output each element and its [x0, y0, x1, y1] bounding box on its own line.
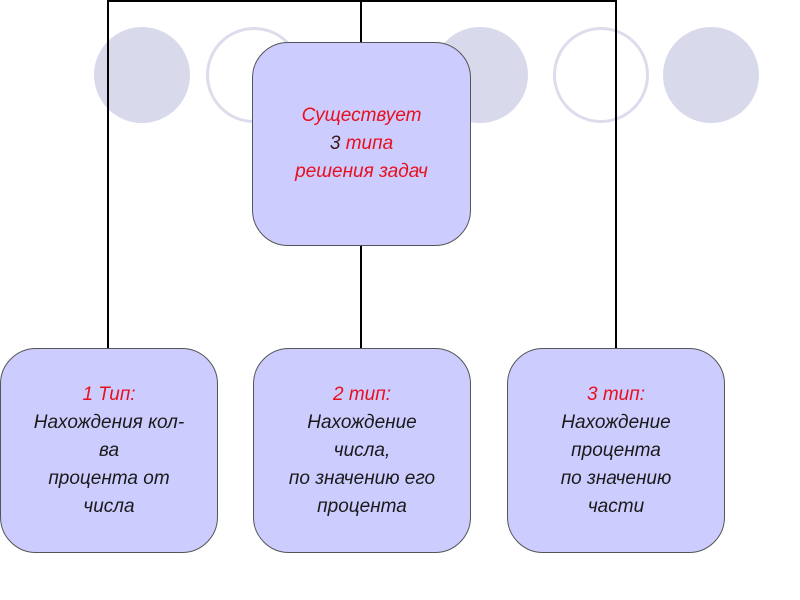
type-text: Нахождение — [561, 411, 671, 433]
type-title: 2 тип: — [333, 383, 391, 405]
type-text: части — [587, 495, 645, 517]
type-text: по значению его — [288, 467, 436, 489]
decor-circle-filled — [94, 27, 190, 123]
decor-circle-filled — [663, 27, 759, 123]
type-text: по значению — [560, 467, 672, 489]
type-text: Нахождение — [307, 411, 417, 433]
type-text: процента от — [48, 467, 170, 489]
root-line-2: 3 типа — [329, 133, 394, 154]
type-text: ва — [98, 439, 120, 461]
type-text: числа — [83, 495, 135, 517]
type-text: Нахождения кол- — [33, 411, 185, 433]
type-text: процента — [571, 439, 661, 461]
type-text: процента — [317, 495, 407, 517]
root-line-1: Существует — [301, 105, 422, 126]
type-title: 1 Тип: — [82, 383, 136, 405]
type-text: числа, — [333, 439, 391, 461]
connector-left — [107, 0, 109, 349]
type-title: 3 тип: — [587, 383, 645, 405]
decor-circle-outline — [553, 27, 649, 123]
connector-right — [615, 0, 617, 349]
root-node: Существует 3 типа решения задач — [252, 42, 471, 246]
type-node-3: 3 тип: Нахождение процента по значению ч… — [507, 348, 725, 553]
connector-top — [107, 0, 617, 2]
root-line-3: решения задач — [295, 161, 428, 182]
type-node-2: 2 тип: Нахождение числа, по значению его… — [253, 348, 471, 553]
type-node-1: 1 Тип: Нахождения кол- ва процента от чи… — [0, 348, 218, 553]
